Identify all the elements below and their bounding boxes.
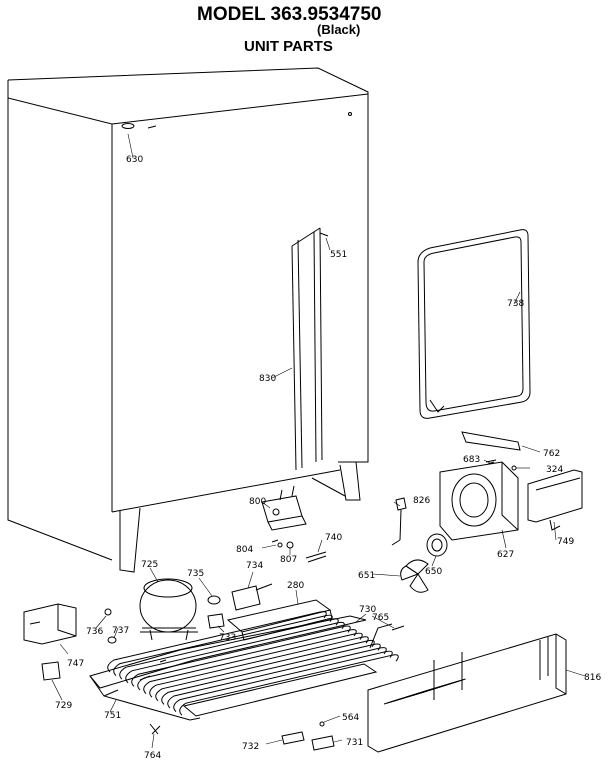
bracket-parts	[23, 603, 117, 681]
fan-cover	[527, 469, 583, 531]
condenser-coil	[107, 611, 399, 716]
part-label-734: 734	[246, 561, 263, 571]
part-label-738: 738	[507, 299, 524, 309]
part-label-729: 729	[55, 701, 72, 711]
section-title: UNIT PARTS	[244, 38, 333, 55]
part-label-735: 735	[187, 569, 204, 579]
misc-small-parts	[149, 461, 517, 751]
part-label-764: 764	[144, 751, 161, 761]
fan-blade	[400, 559, 429, 593]
color-subtitle: (Black)	[317, 22, 361, 37]
access-cover-louvers	[383, 678, 466, 705]
compressor	[139, 578, 198, 641]
part-label-731: 731	[346, 738, 363, 748]
coil-tube	[143, 632, 363, 694]
coil-tube	[167, 647, 387, 709]
coil-tube	[107, 611, 327, 673]
part-label-804: 804	[236, 545, 253, 555]
part-label-730: 730	[359, 605, 376, 615]
part-label-737: 737	[112, 626, 129, 636]
coil-tube	[179, 654, 399, 716]
coil-tube	[131, 625, 351, 687]
coil-tube	[137, 629, 357, 691]
part-label-736: 736	[86, 627, 103, 637]
coil-tube	[173, 650, 393, 712]
part-label-630: 630	[126, 155, 143, 165]
part-label-807: 807	[280, 555, 297, 565]
fan-motor	[391, 497, 448, 557]
coil-tube	[155, 639, 375, 702]
part-label-651: 651	[358, 571, 375, 581]
drain-pan	[226, 599, 333, 641]
gasket-loop	[417, 229, 531, 419]
coil-tube	[161, 643, 381, 705]
part-labels: 630 551 738 830 762 683 324 800 826 749 …	[55, 155, 601, 761]
part-label-826: 826	[413, 496, 430, 506]
part-label-564: 564	[342, 713, 359, 723]
divider-channel	[291, 227, 329, 471]
part-label-751: 751	[104, 711, 121, 721]
defrost-timer	[261, 485, 307, 531]
part-label-749: 749	[557, 537, 574, 547]
part-label-800: 800	[249, 497, 266, 507]
fan-shroud	[439, 431, 521, 541]
coil-tube	[149, 636, 369, 698]
part-label-830: 830	[259, 374, 276, 384]
part-label-650: 650	[425, 567, 442, 577]
part-label-762: 762	[543, 449, 560, 459]
part-label-747: 747	[67, 659, 84, 669]
cabinet-shell	[7, 67, 369, 573]
base-plate	[89, 615, 393, 721]
part-label-816: 816	[584, 673, 601, 683]
part-label-551: 551	[330, 250, 347, 260]
part-label-324: 324	[546, 465, 563, 475]
leader-lines	[51, 133, 586, 749]
model-title: MODEL 363.9534750	[197, 4, 382, 25]
coil-tube	[119, 618, 339, 680]
part-label-732: 732	[242, 742, 259, 752]
part-label-740: 740	[325, 533, 342, 543]
part-label-725: 725	[141, 560, 158, 570]
part-label-627: 627	[497, 550, 514, 560]
coil-tube	[113, 614, 333, 676]
part-label-683: 683	[463, 455, 480, 465]
rear-access-cover	[367, 633, 567, 753]
part-label-280: 280	[287, 581, 304, 591]
relay-parts	[207, 583, 273, 629]
louver-slot	[425, 678, 466, 692]
part-label-733: 733	[219, 633, 236, 643]
part-label-765: 765	[372, 613, 389, 623]
